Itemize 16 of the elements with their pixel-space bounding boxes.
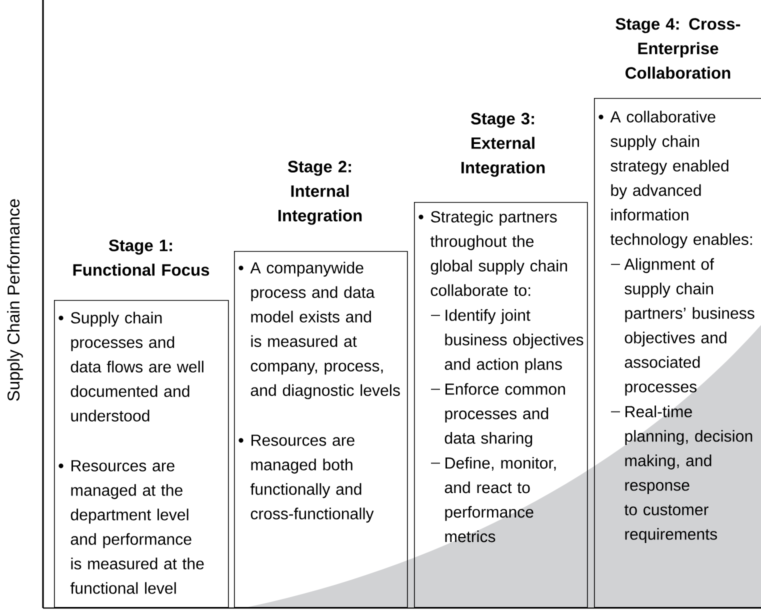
bullet-point: Supply chain processes and data flows are well documented and understood [70,312,204,422]
stage-heading: Stage 1: Functional Focus [73,240,210,276]
sub-point: Real-time planning, decision making, and response to customer requirements [624,406,752,543]
stage-heading: Stage 3: External Integration [461,112,545,177]
axis-label: Supply Chain Performance [7,199,23,401]
stage-heading: Stage 2: Internal Integration [278,160,362,225]
bullet-point: A collaborative supply chain strategy enabled by advanced information technology enables: [610,110,752,248]
sub-point: Enforce common processes and data sharing [444,383,565,447]
bullet-point: Strategic partners throughout the global supply chain collaborate to: [430,210,567,296]
stage-heading: Stage 4: Cross-Enterprise Collaboration [616,18,740,79]
sub-point: Alignment of supply chain partners’ business objectives and associated processes [624,258,754,396]
bullet-point: A companywide process and data model exists and is measured at company, process, and diagnostic levels [250,262,400,400]
sub-point: Define, monitor, and react to performance metrics [444,456,556,542]
bullet-point: Resources are managed both functionally and cross-functionally [250,434,374,523]
bullet-point: Resources are managed at the department level and performance is measured at the functional level [70,460,204,594]
sub-point: Identify joint business objectives and action plans [444,309,584,374]
